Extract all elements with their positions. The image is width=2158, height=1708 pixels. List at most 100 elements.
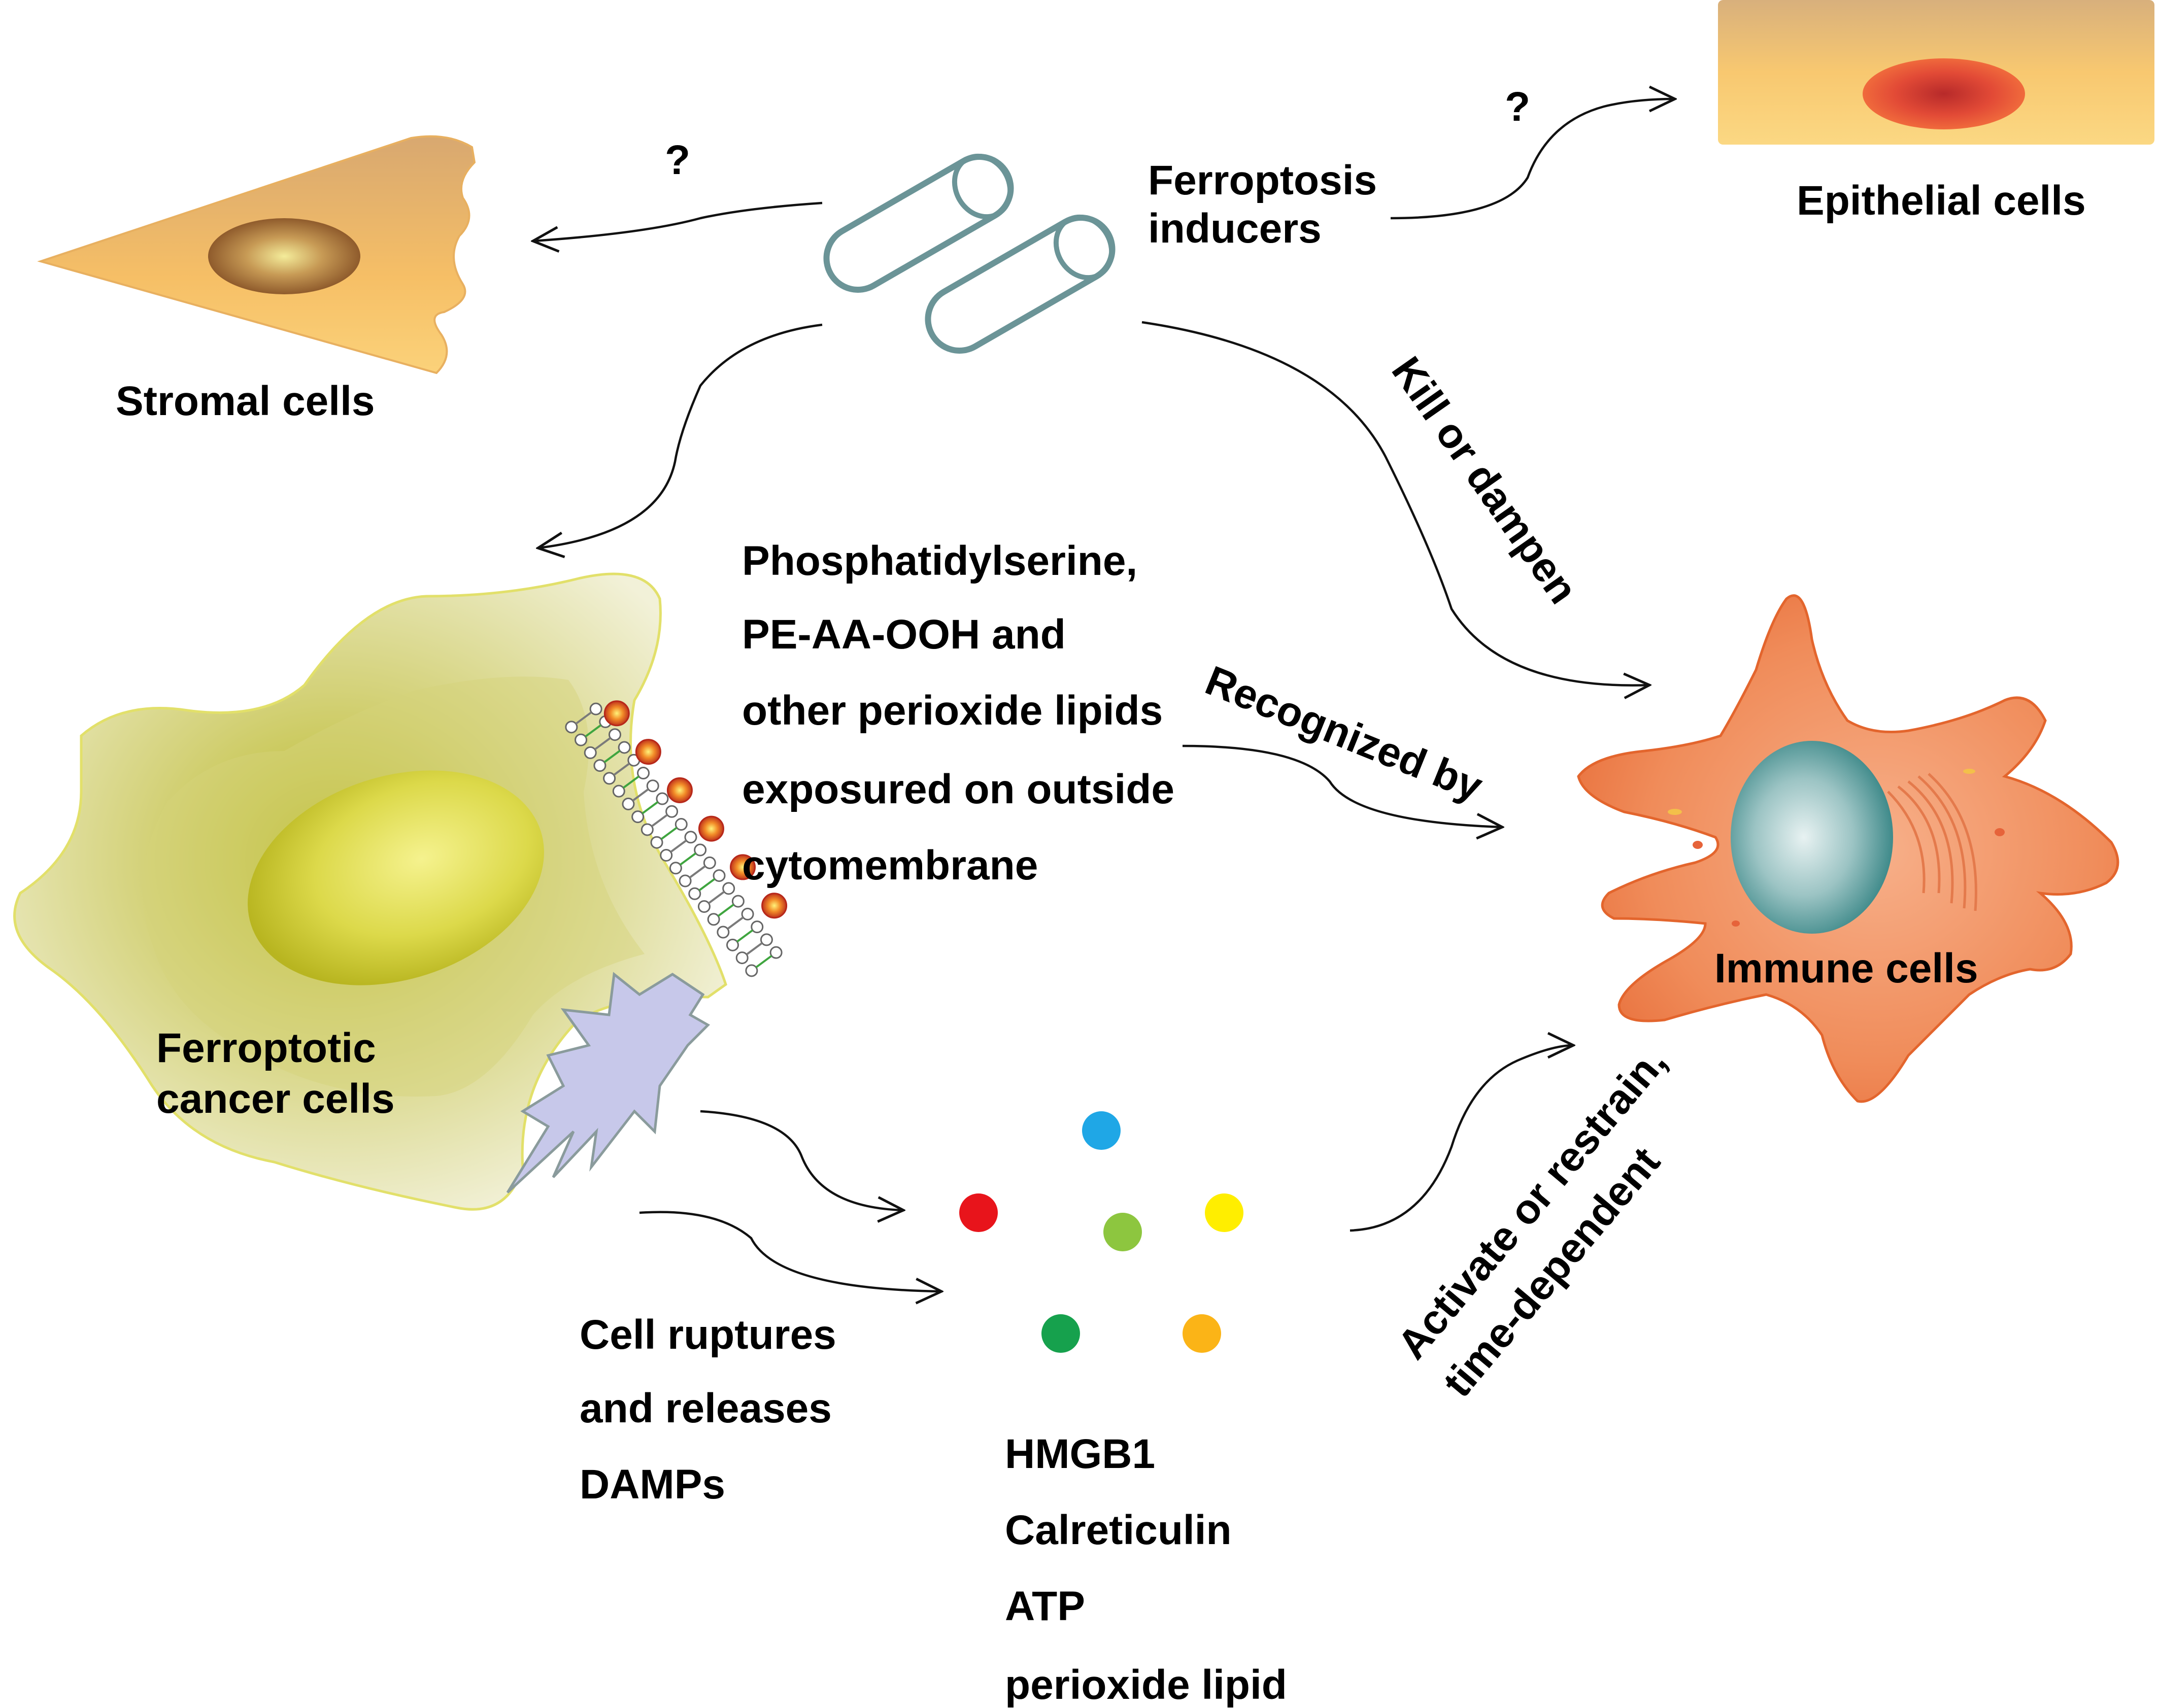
lipid-inner-head (669, 862, 682, 875)
lipid-tail (680, 852, 696, 866)
arrow-activate-or-restrain (1350, 1045, 1573, 1232)
damp-dot-blue (1082, 1111, 1121, 1150)
arrow-damp-release-2 (639, 1211, 941, 1291)
lipid-inner-head (631, 810, 645, 824)
lipid-tail (622, 775, 639, 789)
lipid-outer-head (646, 779, 659, 793)
lipid-outer-head (722, 882, 735, 895)
epithelial-cells-label: Epithelial cells (1797, 178, 2086, 224)
lipid-inner-head (622, 797, 635, 810)
lipid-tail (603, 749, 621, 763)
lipid-tail (594, 737, 611, 750)
lipid-outer-head (684, 831, 697, 844)
lipid-outer-head (608, 728, 621, 741)
lipid-inner-head (575, 733, 588, 746)
damp-dot-green (1041, 1314, 1080, 1353)
lipid-text-line3: other perioxide lipids (742, 688, 1163, 734)
epithelial-cell (1718, 0, 2154, 145)
lipid-inner-head (593, 759, 606, 772)
lipid-outer-head (694, 843, 707, 857)
stromal-cell (37, 135, 476, 374)
arrow-to-epithelial (1390, 99, 1675, 220)
lipid-outer-head (618, 741, 631, 754)
lipid-tail (736, 929, 754, 943)
lipid-tail (585, 724, 602, 738)
lipid-bilayer (565, 700, 788, 977)
epithelial-nucleus (1863, 58, 2025, 129)
lipid-inner-head (717, 926, 730, 939)
ferroptosis-inducer-pills (823, 153, 1116, 354)
damp-list-perioxide-lipid: perioxide lipid (1005, 1662, 1287, 1708)
lipid-inner-head (697, 900, 711, 913)
question-mark-epithelial: ? (1505, 84, 1531, 130)
lipid-inner-head (565, 721, 578, 734)
damp-text-line2: and releases (580, 1385, 832, 1431)
cancer-nucleus (248, 770, 544, 985)
lipid-text-line5: cytomembrane (742, 842, 1038, 889)
lipid-inner-head (650, 836, 663, 849)
lipid-outer-head (589, 702, 602, 715)
stromal-cells-label: Stromal cells (116, 378, 375, 424)
ferroptotic-cancer-cell (13, 572, 727, 1211)
oxidized-lipid-head (698, 815, 724, 842)
arrow-damp-release-1 (700, 1110, 903, 1210)
question-mark-stromal: ? (665, 137, 691, 183)
lipid-outer-head (637, 766, 650, 779)
lipid-text-line2: PE-AA-OOH and (742, 611, 1066, 658)
damp-list-hmgb1: HMGB1 (1005, 1431, 1156, 1477)
damp-text-line3: DAMPs (580, 1461, 726, 1508)
immune-cell (1577, 594, 2119, 1103)
damp-text-line1: Cell ruptures (580, 1312, 836, 1358)
arrow-to-cancer-cell (538, 323, 823, 548)
ferroptotic-cancer-cells-label-line2: cancer cells (156, 1076, 395, 1122)
stromal-nucleus (208, 218, 360, 294)
lipid-inner-head (735, 951, 749, 965)
lipid-inner-head (660, 848, 673, 862)
lipid-outer-head (769, 946, 783, 959)
lipid-inner-head (688, 887, 701, 900)
lipid-tail (660, 827, 678, 840)
arrow-recognized-by (1182, 744, 1502, 827)
damp-dot-red (959, 1193, 998, 1232)
golgi-apparatus (1887, 773, 1977, 911)
lipid-outer-head (665, 805, 679, 818)
lipid-outer-head (760, 933, 773, 946)
lipid-outer-head (713, 869, 726, 882)
lipid-tail (575, 711, 592, 725)
damp-dot-lightgreen (1103, 1213, 1142, 1251)
lipid-inner-head (603, 772, 616, 785)
oxidized-lipid-head (761, 893, 788, 919)
oxidized-lipid-head (635, 739, 661, 765)
lipid-tail (651, 814, 668, 828)
arrow-kill-or-dampen (1141, 321, 1649, 686)
lipid-outer-head (703, 856, 716, 869)
lipid-tail (642, 801, 659, 814)
immune-cells-label: Immune cells (1714, 945, 1978, 992)
lipid-tail (689, 865, 706, 879)
lipid-outer-head (751, 920, 764, 934)
lipid-inner-head (640, 823, 654, 836)
lipid-outer-head (656, 792, 669, 805)
lipid-tail (727, 916, 744, 930)
damp-dot-orange (1183, 1314, 1221, 1353)
lipid-inner-head (584, 746, 597, 759)
damp-list-atp: ATP (1005, 1583, 1085, 1629)
lipid-text-line4: exposured on outside (742, 766, 1174, 812)
lipid-inner-head (679, 874, 692, 887)
lipid-inner-head (612, 784, 625, 798)
lipid-tail (717, 904, 734, 917)
rupture-starburst (506, 972, 711, 1193)
lipid-tail (755, 955, 772, 968)
lipid-outer-head (731, 895, 745, 908)
lipid-tail (670, 839, 687, 853)
damp-dots (959, 1111, 1243, 1353)
immune-nucleus (1731, 741, 1893, 934)
lipid-tail (746, 942, 763, 955)
lipid-outer-head (741, 907, 754, 920)
lipid-tail (708, 891, 725, 904)
ferroptosis-inducers-label-line1: Ferroptosis (1148, 157, 1377, 203)
oxidized-lipid-head (730, 854, 756, 880)
lipid-outer-head (675, 818, 688, 831)
lipid-tail (698, 878, 716, 892)
